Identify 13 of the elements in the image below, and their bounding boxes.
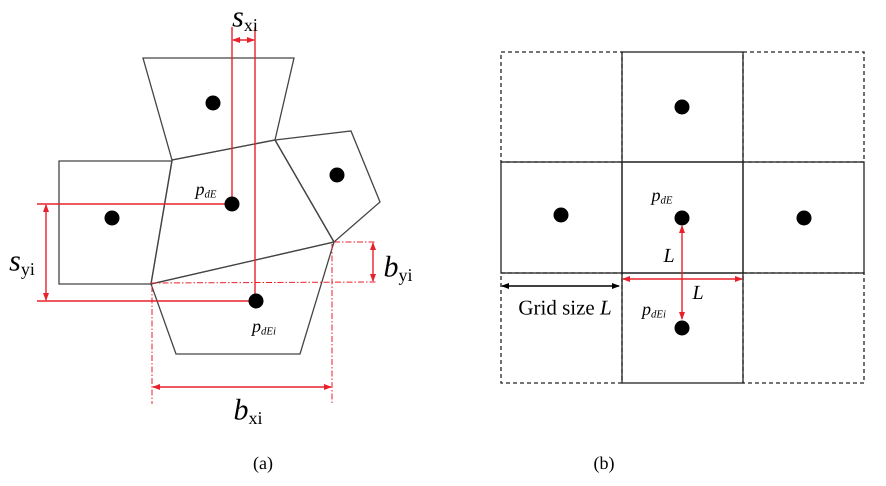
dimension-label: b$_{xi}$ <box>234 395 262 427</box>
point-label: p$_{dE}$ <box>652 186 672 206</box>
point-label: p$_{dEi}$ <box>252 316 276 338</box>
dimension-label: L <box>663 246 675 266</box>
panel-label: (b) <box>594 454 614 472</box>
dimension-label: L <box>692 283 704 303</box>
point-label: p$_{dE}$ <box>196 180 216 200</box>
panel-label: (a) <box>253 454 273 472</box>
point-label: p$_{dEi}$ <box>642 300 666 320</box>
dimension-label: s$_{yi}$ <box>9 246 35 278</box>
dimension-label: b$_{yi}$ <box>384 252 412 284</box>
dimension-label: s$_{xi}$ <box>232 2 258 34</box>
dimension-label: Grid size L <box>518 298 612 318</box>
